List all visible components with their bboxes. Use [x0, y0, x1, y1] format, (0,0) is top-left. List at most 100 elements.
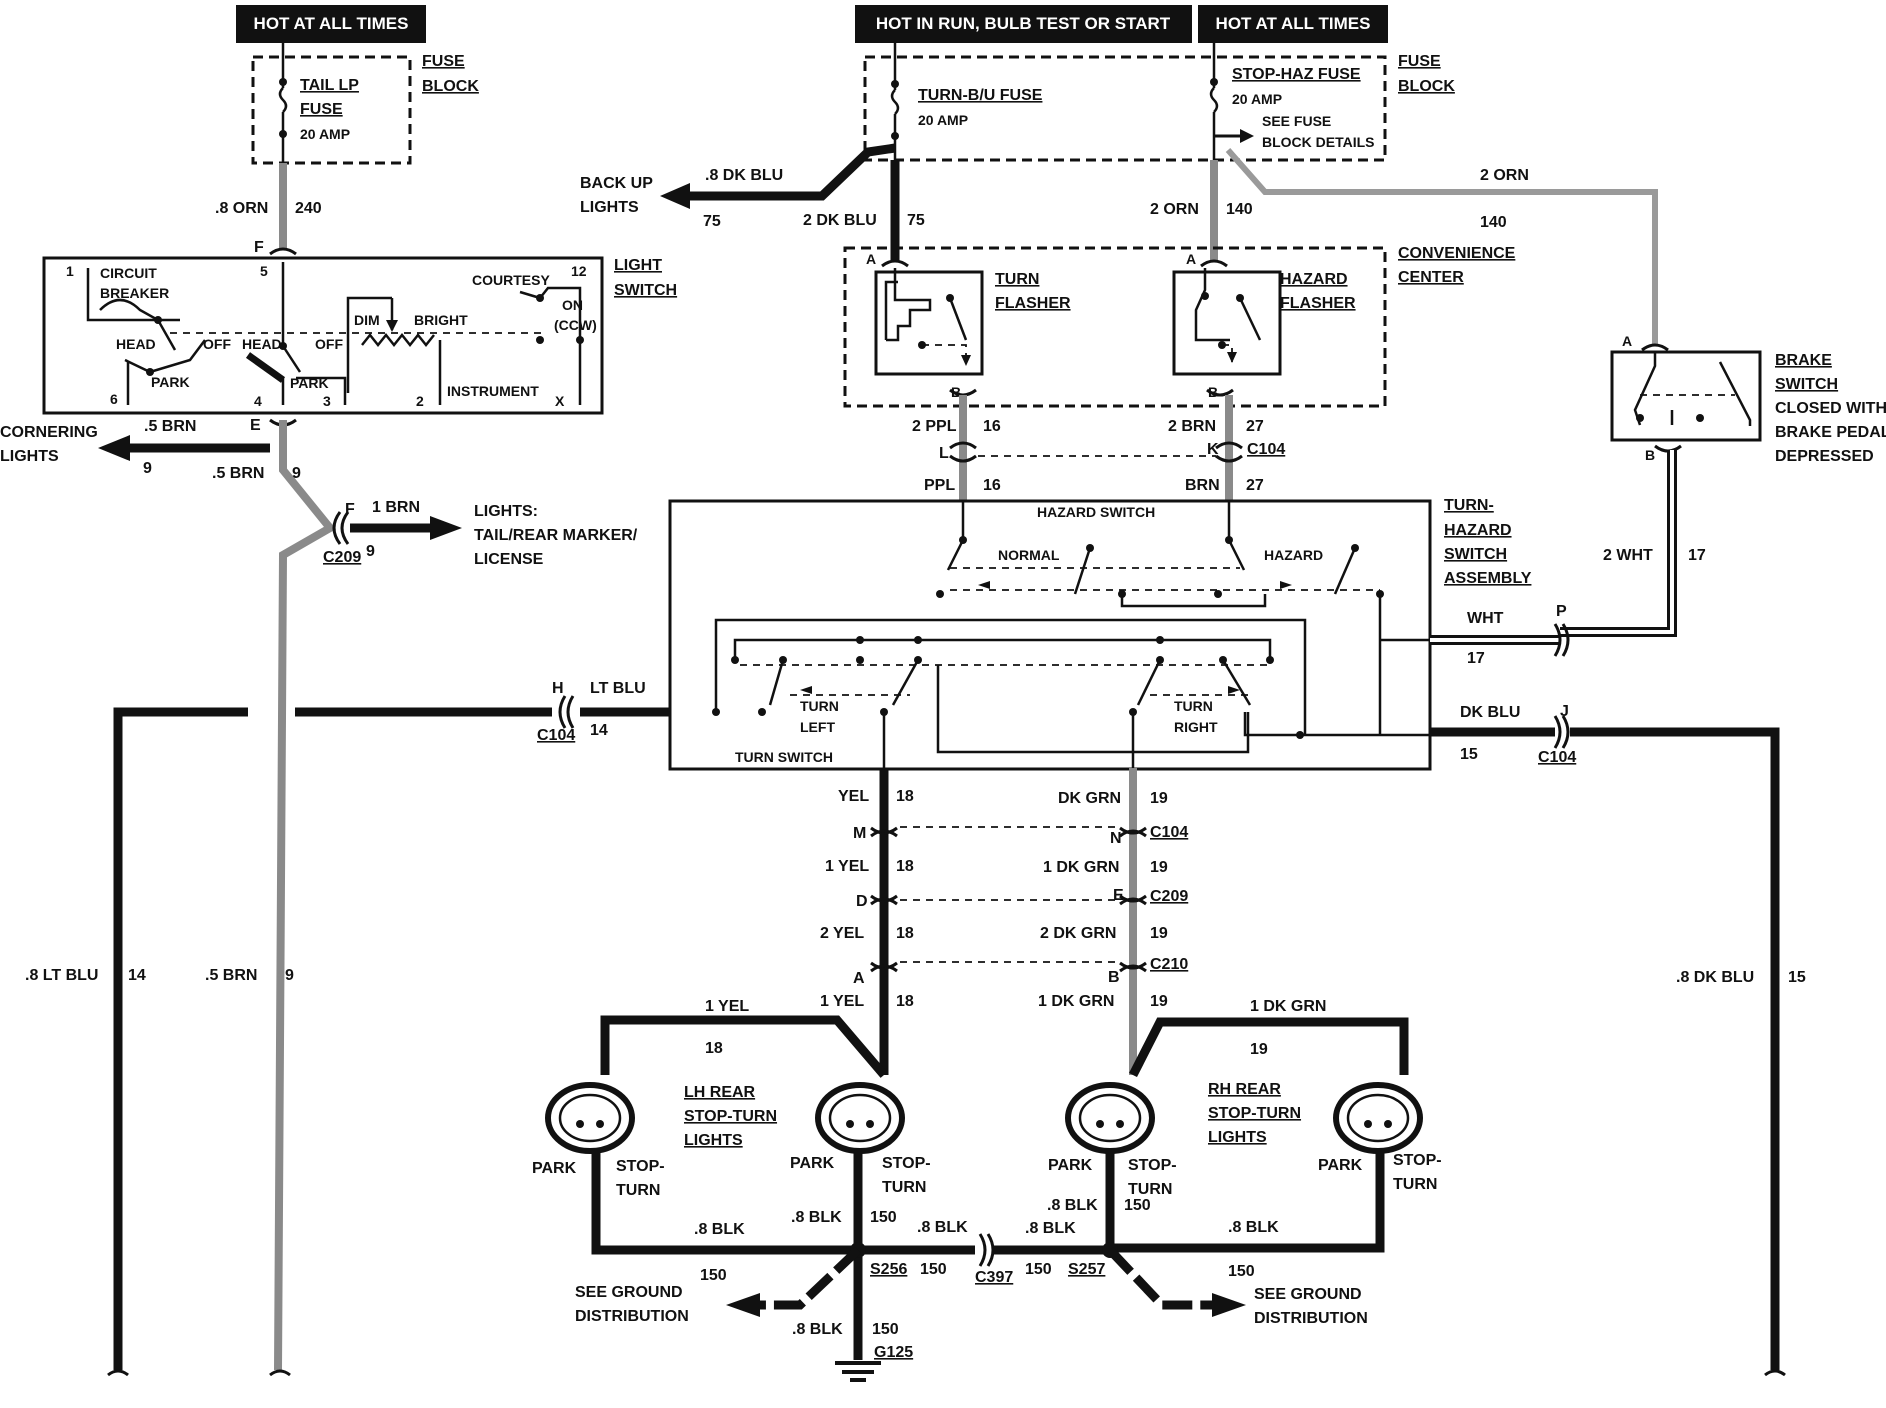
diagram-label: 150	[920, 1261, 947, 1278]
diagram-label: 2 DK GRN	[1040, 925, 1116, 942]
diagram-label: .8 DK BLU	[1676, 969, 1754, 986]
diagram-label: A	[853, 970, 865, 987]
diagram-label: SEE GROUND	[575, 1284, 683, 1301]
diagram-label: 19	[1250, 1041, 1268, 1058]
diagram-label: STOP-	[882, 1155, 931, 1172]
diagram-label: 20 AMP	[1232, 91, 1282, 107]
diagram-label: INSTRUMENT	[447, 383, 539, 399]
diagram-label: 9	[285, 967, 294, 984]
diagram-label: BLOCK	[1398, 78, 1455, 95]
diagram-label: 12	[571, 263, 587, 279]
diagram-label: 18	[896, 993, 914, 1010]
diagram-label: STOP-	[1128, 1157, 1177, 1174]
diagram-label: STOP-TURN	[684, 1108, 777, 1125]
diagram-label: BRN	[1185, 477, 1220, 494]
diagram-label: 1 DK GRN	[1038, 993, 1114, 1010]
diagram-label: .8 BLK	[1047, 1197, 1098, 1214]
diagram-label: HEAD	[116, 336, 156, 352]
diagram-label: TURN	[1393, 1176, 1437, 1193]
diagram-label: LIGHTS	[684, 1132, 743, 1149]
diagram-label: 75	[907, 212, 925, 229]
diagram-label: 15	[1788, 969, 1806, 986]
diagram-label: 17	[1688, 547, 1706, 564]
diagram-label: C210	[1150, 956, 1188, 973]
diagram-label: 14	[590, 722, 608, 739]
diagram-label: .8 BLK	[917, 1219, 968, 1236]
diagram-label: BRAKE	[1775, 352, 1832, 369]
diagram-label: SWITCH	[1775, 376, 1838, 393]
diagram-label: C104	[1538, 749, 1576, 766]
diagram-label: F	[345, 501, 355, 518]
diagram-label: S257	[1068, 1261, 1105, 1278]
diagram-label: NORMAL	[998, 547, 1060, 563]
diagram-label: 2 YEL	[820, 925, 864, 942]
diagram-label: (CCW)	[554, 317, 597, 333]
diagram-label: TURN	[616, 1182, 660, 1199]
diagram-label: 2 PPL	[912, 418, 957, 435]
diagram-label: C209	[323, 549, 361, 566]
diagram-label: K	[1207, 441, 1219, 458]
diagram-label: LICENSE	[474, 551, 544, 568]
diagram-label: .8 BLK	[1025, 1220, 1076, 1237]
diagram-label: LEFT	[800, 719, 835, 735]
diagram-label: BRIGHT	[414, 312, 468, 328]
diagram-label: CORNERING	[0, 424, 98, 441]
diagram-label: RIGHT	[1174, 719, 1218, 735]
diagram-label: S256	[870, 1261, 907, 1278]
diagram-label: BRAKE PEDAL	[1775, 424, 1886, 441]
diagram-label: 240	[295, 200, 322, 217]
diagram-label: 150	[1228, 1263, 1255, 1280]
diagram-label: DK GRN	[1058, 790, 1121, 807]
diagram-label: 17	[1467, 650, 1485, 667]
diagram-label: .8 DK BLU	[705, 167, 783, 184]
diagram-label: SWITCH	[614, 282, 677, 299]
diagram-label: F	[254, 239, 264, 256]
diagram-label: B	[1108, 969, 1120, 986]
diagram-label: STOP-TURN	[1208, 1105, 1301, 1122]
diagram-label: ON	[562, 297, 583, 313]
diagram-label: 27	[1246, 477, 1264, 494]
diagram-label: M	[853, 825, 866, 842]
diagram-label: TURN	[1174, 698, 1213, 714]
diagram-label: DIM	[354, 312, 380, 328]
stop-haz-fuse-label: STOP-HAZ FUSE	[1232, 66, 1361, 83]
rh-rear-lamp-stop-turn	[1065, 1082, 1155, 1154]
diagram-label: C209	[1150, 888, 1188, 905]
diagram-label: C104	[1247, 441, 1285, 458]
diagram-label: PARK	[1318, 1157, 1363, 1174]
diagram-label: .8 BLK	[792, 1321, 843, 1338]
diagram-label: TURN SWITCH	[735, 749, 833, 765]
diagram-label: FUSE	[422, 53, 465, 70]
diagram-label: 2 DK BLU	[803, 212, 877, 229]
diagram-label: J	[1560, 703, 1569, 720]
fuse-block-left	[251, 55, 412, 165]
diagram-label: LIGHTS	[0, 448, 59, 465]
diagram-label: FLASHER	[995, 295, 1071, 312]
brake-switch	[1610, 350, 1762, 442]
diagram-label: SWITCH	[1444, 546, 1507, 563]
diagram-label: E	[1113, 887, 1124, 904]
diagram-label: CONVENIENCE	[1398, 245, 1516, 262]
diagram-label: COURTESY	[472, 272, 550, 288]
connector-f	[269, 247, 297, 256]
diagram-label: .8 BLK	[694, 1221, 745, 1238]
diagram-label: DISTRIBUTION	[575, 1308, 689, 1325]
diagram-label: H	[552, 680, 564, 697]
diagram-label: STOP-	[616, 1158, 665, 1175]
tail-fuse-label: TAIL LP	[300, 77, 359, 94]
diagram-label: HAZARD	[1280, 271, 1348, 288]
diagram-label: CLOSED WITH	[1775, 400, 1886, 417]
diagram-label: B	[1645, 447, 1655, 463]
diagram-label: 5	[260, 263, 268, 279]
diagram-label: 2 WHT	[1603, 547, 1653, 564]
diagram-label: 1 YEL	[705, 998, 749, 1015]
diagram-label: 27	[1246, 418, 1264, 435]
lh-rear-lamp-stop-turn	[815, 1082, 905, 1154]
diagram-label: 15	[1460, 746, 1478, 763]
diagram-label: 150	[700, 1267, 727, 1284]
diagram-label: .8 ORN	[215, 200, 268, 217]
turn-hazard-switch-assembly	[668, 499, 1432, 771]
diagram-label: 2	[416, 393, 424, 409]
diagram-label: OFF	[203, 336, 231, 352]
diagram-label: HOT AT ALL TIMES	[254, 14, 409, 33]
